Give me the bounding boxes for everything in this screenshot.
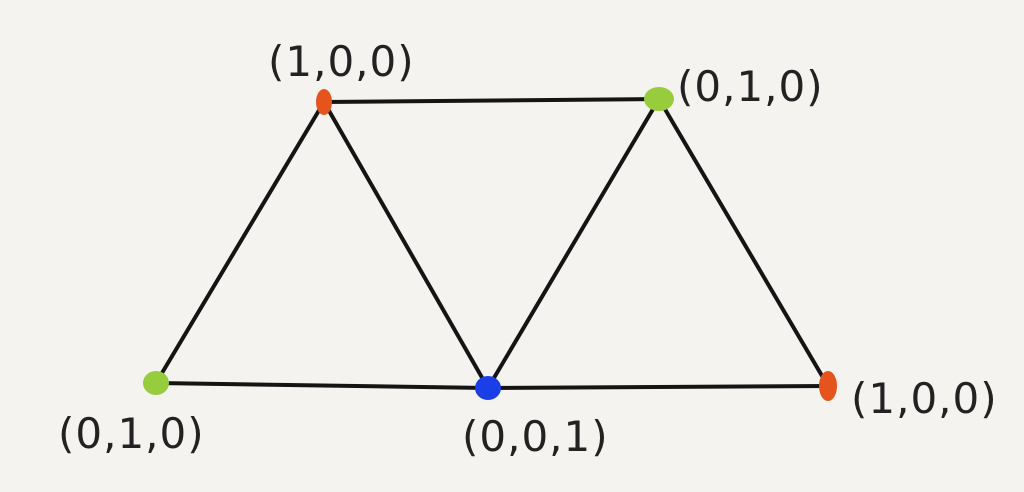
vertex-label-bottom-right: (1,0,0)	[851, 374, 998, 423]
edge-top-left-bottom-left	[154, 100, 326, 385]
edges-layer	[154, 97, 830, 390]
vertex-label-bottom-left: (0,1,0)	[58, 409, 205, 458]
nodes-layer	[143, 87, 837, 401]
vertex-bottom-left	[143, 371, 169, 395]
vertex-label-bottom-middle: (0,0,1)	[462, 412, 609, 461]
vertex-top-right	[644, 87, 674, 111]
edge-bottom-left-bottom-middle	[154, 381, 490, 390]
vertex-label-top-left: (1,0,0)	[268, 37, 415, 86]
vertex-bottom-right	[819, 371, 837, 401]
edge-bottom-middle-bottom-right	[486, 384, 830, 390]
edge-top-left-top-right	[322, 97, 661, 104]
labels-layer: (1,0,0) (0,1,0) (0,1,0) (0,0,1) (1,0,0)	[58, 37, 998, 461]
edge-top-right-bottom-middle	[486, 97, 661, 390]
vertex-top-left	[316, 89, 332, 115]
vertex-bottom-middle	[475, 376, 501, 400]
edge-top-left-bottom-middle	[322, 100, 490, 390]
vertex-label-top-right: (0,1,0)	[677, 62, 824, 111]
edge-top-right-bottom-right	[657, 97, 830, 388]
